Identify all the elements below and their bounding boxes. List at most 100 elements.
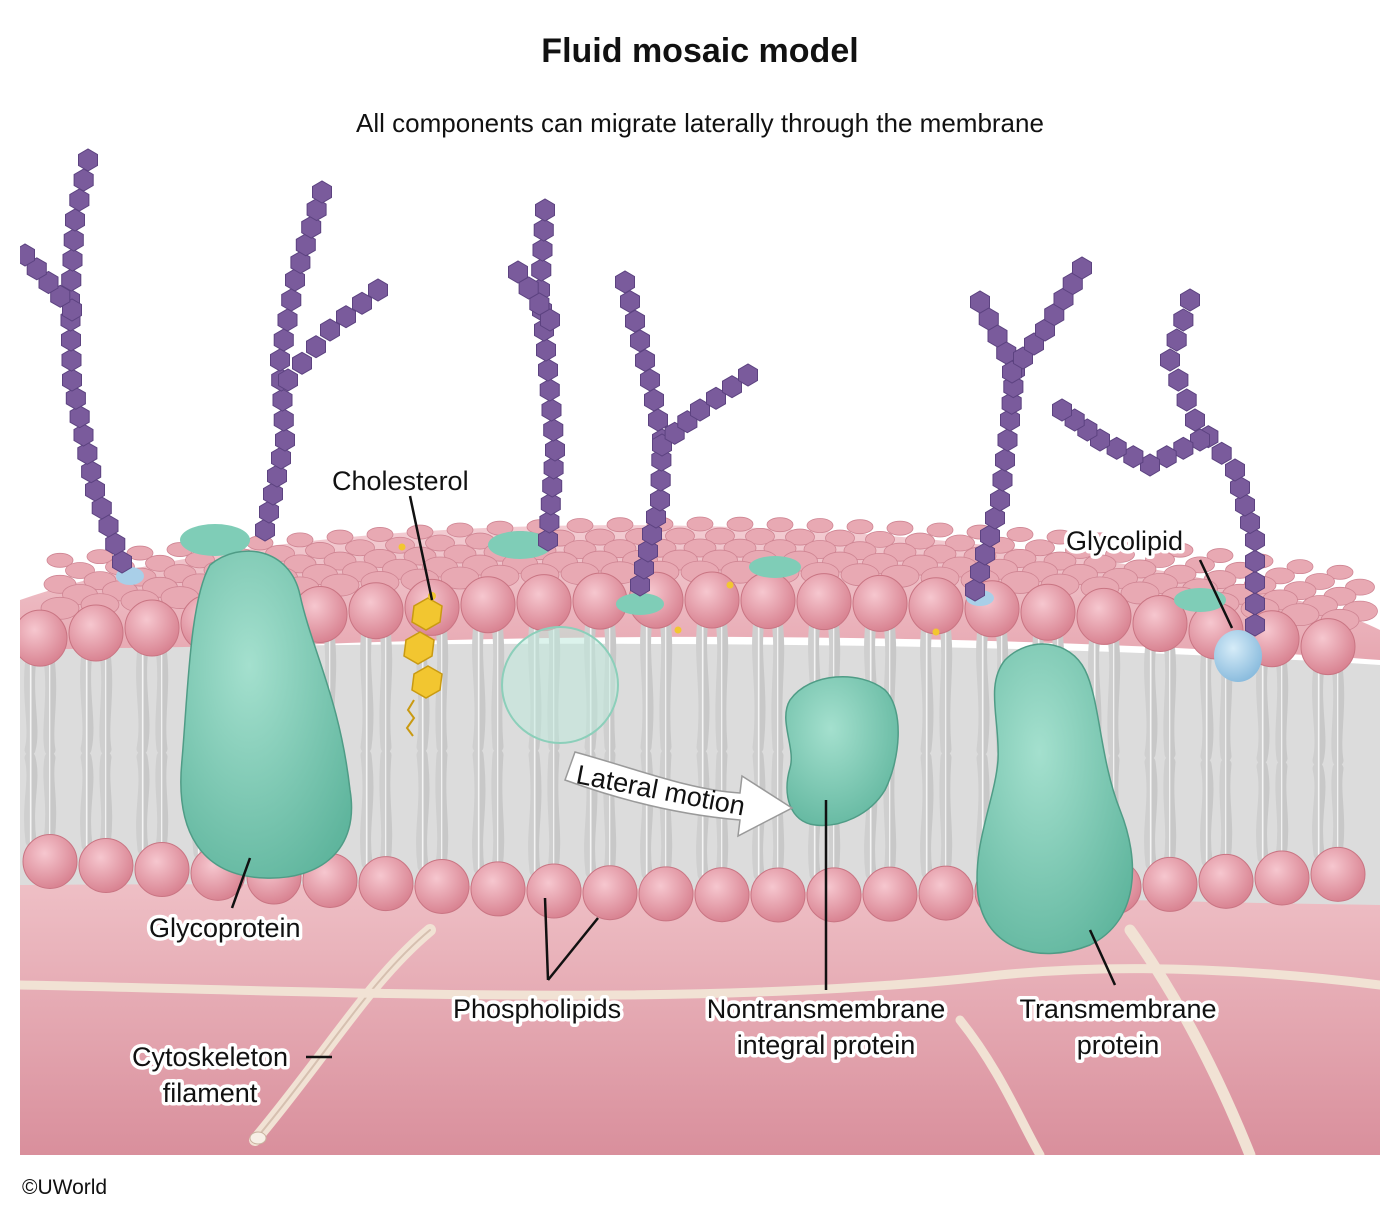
cytoskeleton-label-line2: filament [163, 1078, 258, 1108]
phospholipid-head [766, 517, 794, 533]
phospholipid-head [516, 574, 572, 632]
sugar-unit [638, 539, 658, 563]
sugar-unit [1001, 391, 1022, 415]
lipid-tail [640, 614, 654, 753]
sugar-unit [312, 180, 332, 204]
phospholipid-head [796, 573, 852, 631]
sugar-unit [73, 423, 94, 447]
sugar-unit [78, 148, 98, 172]
sugar-unit [1225, 458, 1245, 482]
figure-subtitle: All components can migrate laterally thr… [356, 108, 1044, 138]
sugar-unit [650, 468, 671, 492]
leader-lines [230, 495, 1234, 1059]
lipid-tail [939, 620, 953, 755]
sugar-unit [538, 358, 558, 382]
sugar-unit [1245, 592, 1265, 616]
phospholipid-head [1166, 542, 1194, 558]
lipid-tail [1331, 762, 1345, 860]
phospholipid-head [1206, 548, 1234, 563]
sugar-unit [1176, 388, 1197, 412]
sugar-unit [1156, 445, 1177, 469]
sugar-unit [970, 560, 990, 584]
sugar-unit [271, 446, 291, 470]
sugar-unit [648, 408, 668, 432]
sugar-unit [995, 448, 1015, 472]
lipid-tail [379, 625, 393, 753]
cholesterol-dot [398, 543, 406, 551]
phospholipid-head [78, 838, 134, 894]
sugar-unit [1173, 436, 1194, 460]
sugar-unit [650, 488, 670, 512]
phospholipid-head [1198, 853, 1254, 909]
phospholipid-head [348, 582, 404, 640]
sugar-unit [306, 198, 327, 222]
cholesterol-dot [932, 628, 940, 636]
sugar-unit [255, 518, 275, 542]
nontransmembrane-label-line2: integral protein [737, 1030, 916, 1060]
sugar-unit [1245, 613, 1265, 637]
sugar-unit [1168, 368, 1189, 392]
lipid-tail [43, 652, 57, 756]
sugar-unit [536, 338, 556, 362]
phospholipid-head [566, 518, 594, 533]
lipid-tail [435, 621, 449, 753]
phospholipid-head [134, 841, 190, 897]
sugar-unit [273, 328, 294, 352]
lipid-tail [1312, 762, 1326, 860]
sugar-unit [77, 441, 98, 465]
phospholipid-head [425, 534, 455, 552]
lipid-tail [659, 749, 673, 880]
sugar-unit [975, 542, 995, 566]
sugar-unit [295, 233, 316, 257]
sugar-unit [270, 348, 290, 372]
sugar-unit [277, 308, 298, 332]
phospholipid-head [460, 576, 516, 634]
sugar-unit [987, 324, 1008, 348]
lipid-tail [771, 750, 785, 881]
phospholipid-head [1126, 537, 1154, 553]
transmembrane-protein-shape [976, 643, 1134, 955]
lipid-tail [696, 614, 710, 753]
sugar-unit [1160, 348, 1180, 372]
phospholipid-head [806, 867, 862, 923]
phospholipid-head [414, 858, 470, 914]
lipid-tail [435, 749, 449, 872]
lipid-tail [472, 619, 486, 753]
sugar-unit [543, 456, 564, 480]
lipid-tail [1256, 760, 1270, 864]
carbohydrate-chains [20, 148, 1265, 637]
sugar-unit [267, 464, 287, 488]
cytoplasm [20, 880, 1380, 1155]
lipid-tail [920, 620, 934, 755]
sugar-unit [531, 258, 552, 282]
sugar-unit [69, 188, 90, 212]
sugar-unit [285, 268, 305, 292]
lipid-tail [920, 751, 934, 879]
phospholipid-head [1086, 532, 1114, 548]
sugar-unit [538, 528, 558, 552]
phospholipid-head [1286, 559, 1314, 575]
sugar-unit [992, 468, 1013, 492]
sugar-unit [997, 428, 1018, 452]
sugar-unit [62, 248, 83, 272]
lipid-tail [491, 749, 505, 875]
sugar-unit [533, 218, 554, 242]
sugar-unit [630, 573, 650, 597]
phospholipid-head [1065, 542, 1095, 559]
sugar-unit [301, 215, 322, 239]
sugar-unit [1240, 510, 1260, 535]
lipid-tail [1144, 756, 1158, 870]
sugar-unit [1185, 408, 1205, 432]
phospholipid-head [1310, 846, 1366, 902]
phospholipid-head [1132, 595, 1188, 653]
phospholipid-head [366, 527, 394, 542]
lipid-tail [752, 614, 766, 754]
sugar-unit [634, 556, 654, 580]
glycolipid-label: Glycolipid [1066, 526, 1183, 556]
sugar-unit [281, 288, 302, 312]
phospholipid-head [1326, 564, 1354, 580]
lipid-tail [99, 751, 113, 852]
cytoskeleton-filaments [20, 924, 1380, 1155]
sugar-unit [61, 328, 81, 352]
